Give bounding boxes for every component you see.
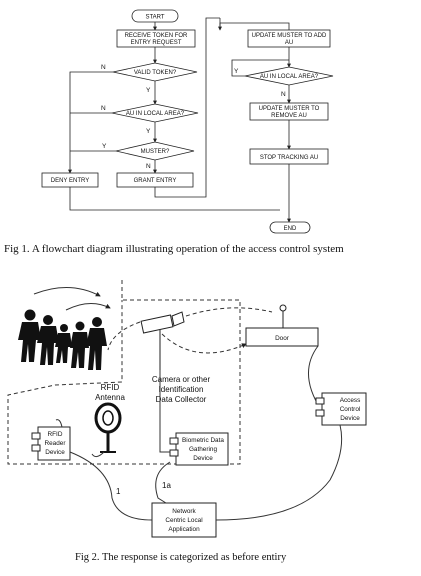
rfid-antenna-label-line1: RFID [101, 383, 120, 392]
access-control-line2: Control [340, 406, 361, 413]
start-label: START [145, 15, 164, 21]
camera-label-line2: Identification [159, 385, 204, 394]
access-control-line3: Device [340, 415, 360, 422]
camera-icon [140, 311, 185, 370]
access-control-device [321, 392, 367, 426]
valid-token-label: VALID TOKEN? [134, 70, 177, 76]
network-line2: Centric Local [165, 517, 202, 524]
valid-token-yes-label: Y [146, 87, 151, 94]
biometric-to-network-link [155, 461, 171, 504]
valid-token-no-label: N [101, 64, 106, 71]
biometric-line2: Gathering [189, 446, 218, 453]
muster-label: MUSTER? [141, 149, 170, 155]
au-local-area-left-label: AU IN LOCAL AREA? [126, 111, 185, 117]
door-component [245, 304, 319, 347]
biometric-line3: Device [193, 455, 213, 462]
access-to-door-link [308, 345, 319, 402]
system-diagram: Camera or other Identification Data Coll… [7, 280, 367, 538]
muster-no-label: N [146, 163, 151, 170]
end-terminal [269, 221, 311, 234]
figure2-caption: Fig 2. The response is categorized as be… [75, 552, 287, 563]
biometric-line1: Biometric Data [182, 437, 224, 444]
people-icon [18, 309, 107, 370]
grant-entry-label: GRANT ENTRY [134, 178, 177, 184]
camera-label-line1: Camera or other [152, 375, 211, 384]
receive-token-box [116, 29, 196, 48]
rfid-reader-line1: RFID [48, 431, 63, 438]
update-muster-add-line1: UPDATE MUSTER TO ADD [252, 33, 327, 39]
rfid-reader-port [31, 444, 41, 452]
camera-label-line3: Data Collector [156, 395, 207, 404]
access-control-port [315, 397, 325, 405]
au-local-right-no-label: N [281, 91, 286, 98]
rfid-antenna-label-line2: Antenna [95, 393, 125, 402]
rfid-reader-device [37, 426, 71, 461]
update-muster-remove-line1: UPDATE MUSTER TO [259, 106, 320, 112]
au-local-yes-label: Y [146, 128, 151, 135]
au-local-area-right-label: AU IN LOCAL AREA? [260, 74, 319, 80]
access-control-port [315, 409, 325, 417]
muster-yes-label: Y [102, 143, 107, 150]
biometric-port [169, 437, 179, 445]
biometric-port [169, 449, 179, 457]
monitored-area-boundary [7, 280, 241, 465]
deny-entry-label: DENY ENTRY [51, 178, 89, 184]
rfid-antenna-icon [94, 402, 122, 453]
stop-tracking-label: STOP TRACKING AU [260, 155, 318, 161]
receive-token-line1: RECEIVE TOKEN FOR [125, 33, 188, 39]
au-local-right-yes-label: Y [234, 68, 239, 75]
update-muster-remove-line2: REMOVE AU [271, 113, 307, 119]
network-line1: Network [172, 508, 196, 515]
rfid-reader-line3: Device [45, 449, 65, 456]
network-line3: Application [168, 526, 200, 533]
au-local-no-label: N [101, 105, 106, 112]
door-label: Door [275, 335, 290, 342]
link-label-1: 1 [116, 487, 121, 496]
rfid-reader-port [31, 432, 41, 440]
flowchart-diagram: START RECEIVE TOKEN FOR ENTRY REQUEST VA… [41, 9, 334, 234]
receive-token-line2: ENTRY REQUEST [131, 40, 182, 46]
link-label-1a: 1a [162, 481, 171, 490]
network-to-access-link [215, 424, 343, 521]
rfid-to-network-link [69, 451, 153, 521]
rfid-reader-line2: Reader [45, 440, 67, 447]
access-control-line1: Access [340, 397, 361, 404]
biometric-device [175, 432, 229, 466]
update-muster-add-line2: AU [285, 40, 293, 46]
figure1-caption: Fig 1. A flowchart diagram illustrating … [4, 243, 344, 255]
end-label: END [284, 226, 297, 232]
